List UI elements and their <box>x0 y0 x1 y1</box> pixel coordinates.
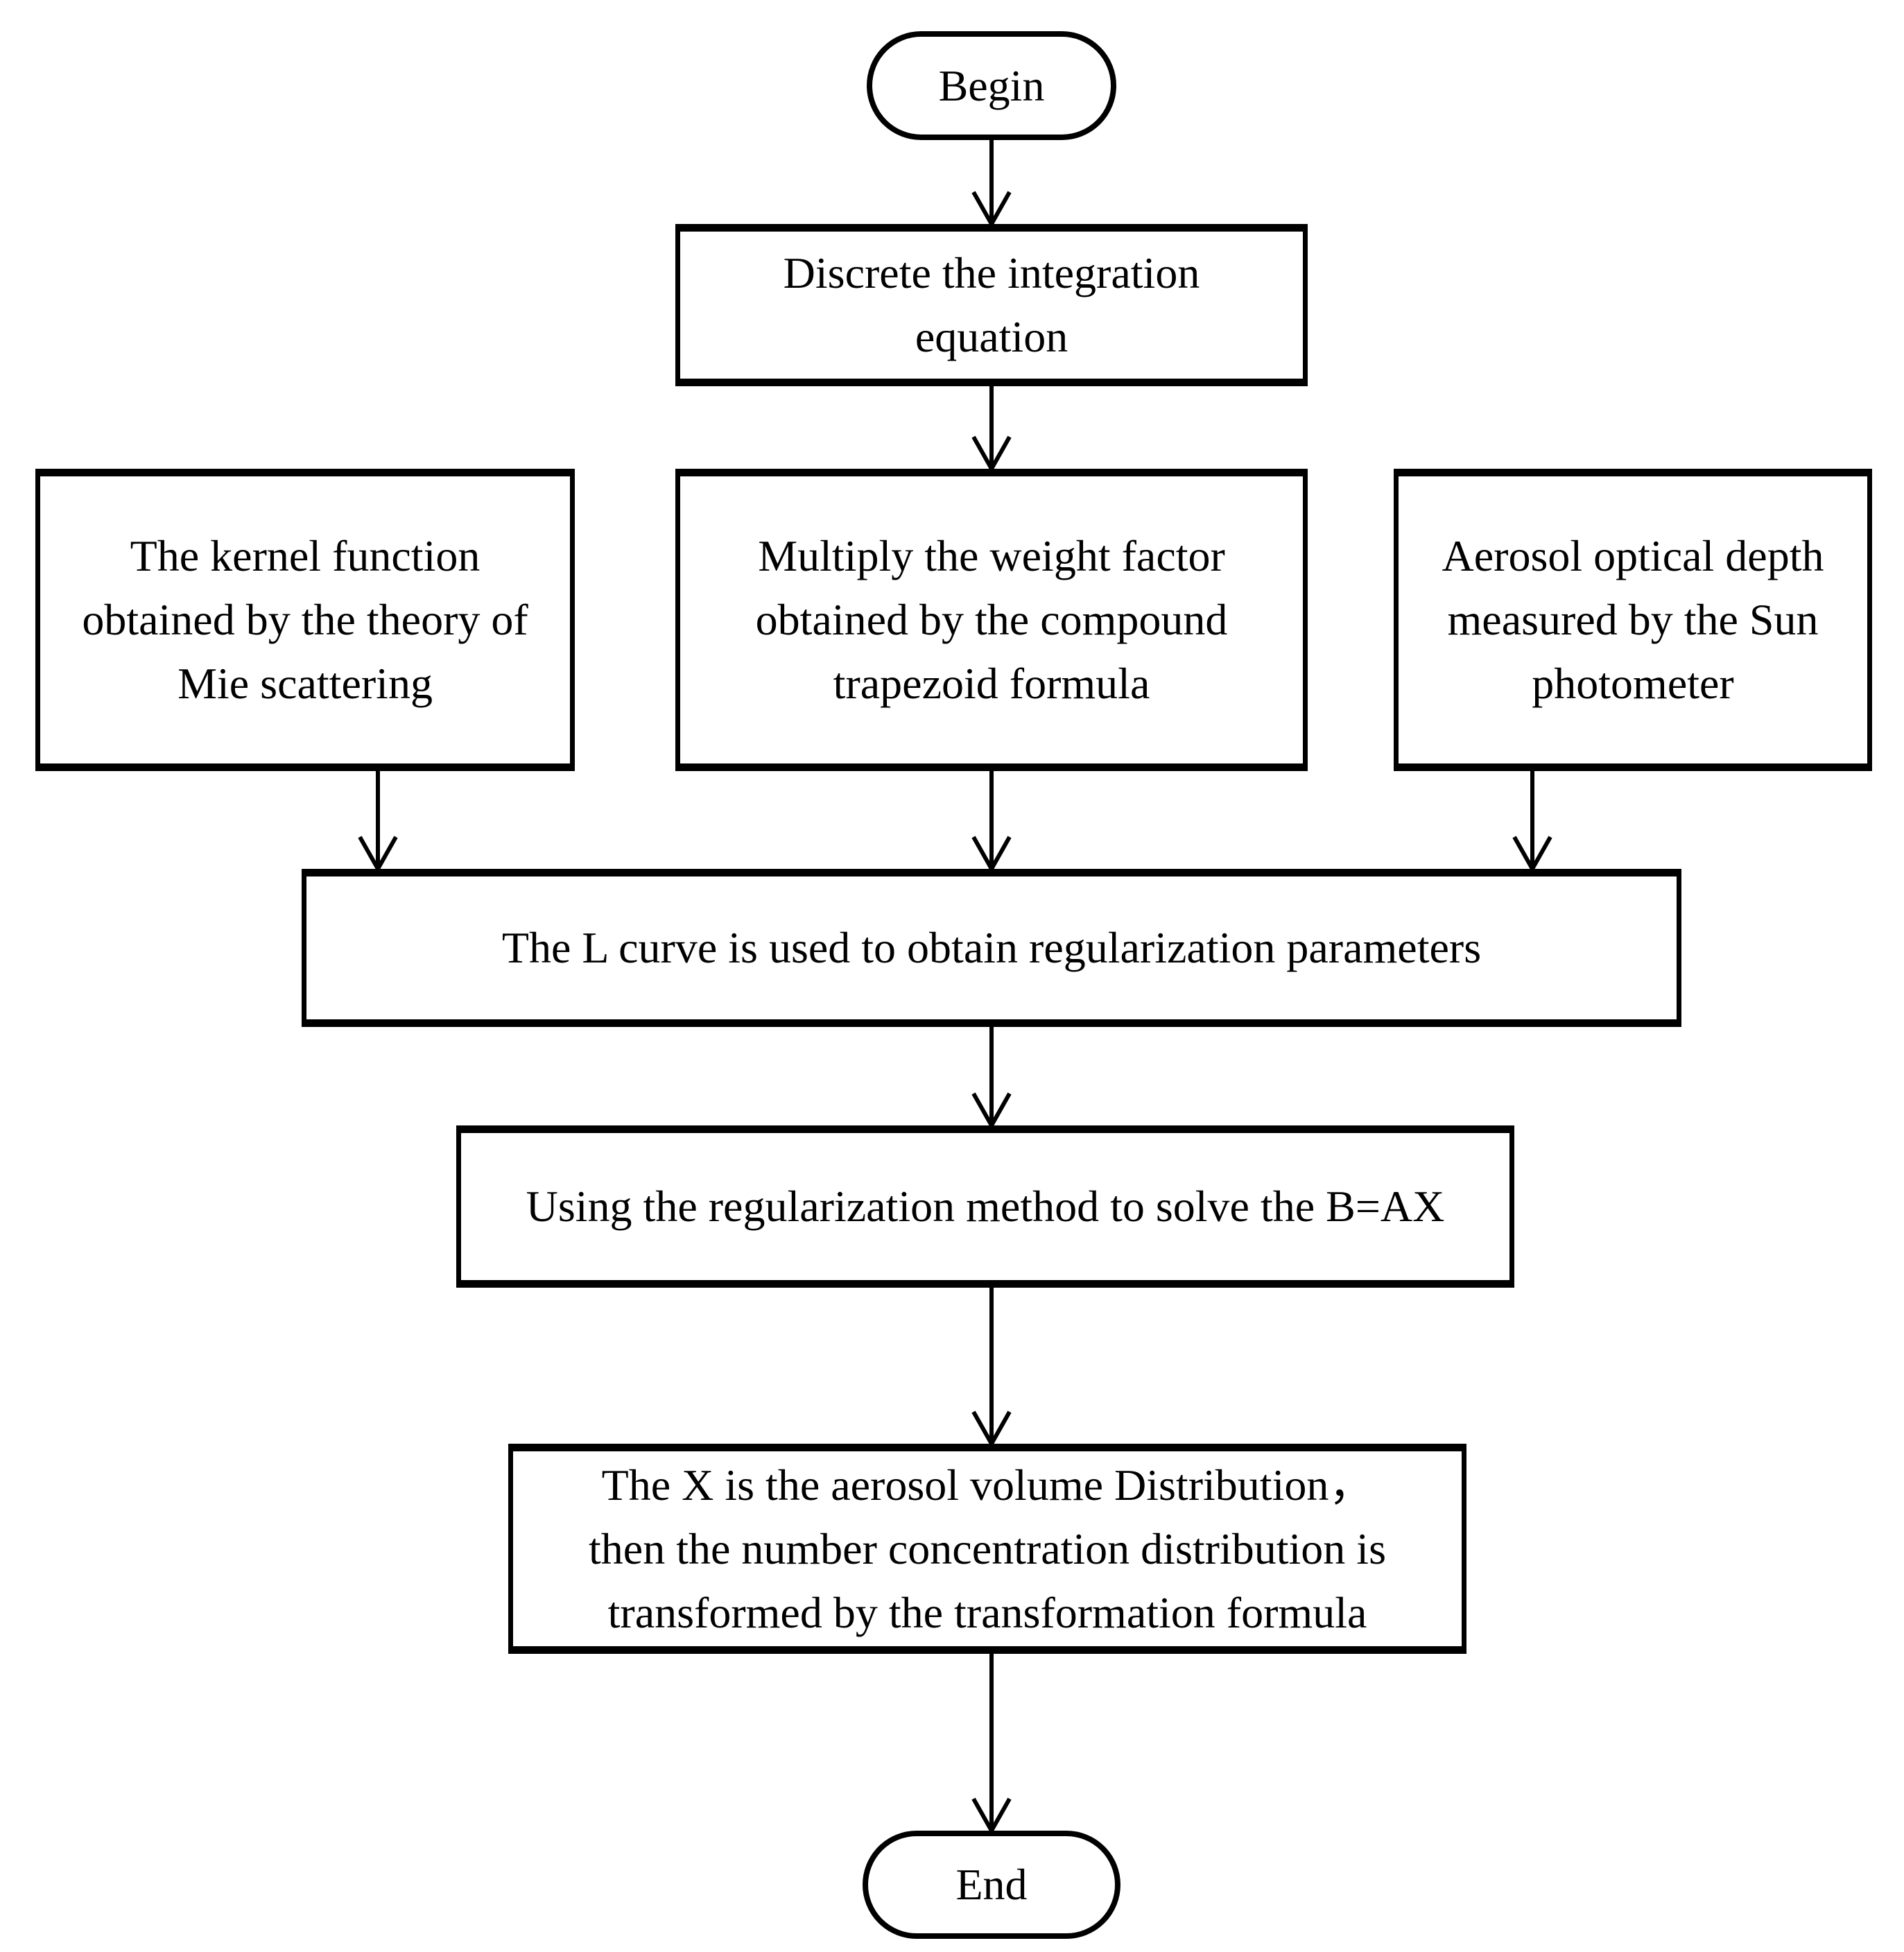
node-discretize-label: Discrete the integration equation <box>783 248 1200 361</box>
node-begin: Begin <box>867 31 1116 140</box>
node-aerosol-optical-depth: Aerosol optical depth measured by the Su… <box>1394 469 1872 771</box>
node-l-curve: The L curve is used to obtain regulariza… <box>302 869 1681 1027</box>
node-discretize: Discrete the integration equation <box>675 224 1308 386</box>
node-kernel-function: The kernel function obtained by the theo… <box>35 469 575 771</box>
edge-result-to-end <box>971 1654 1012 1836</box>
node-weight-factor-label: Multiply the weight factor obtained by t… <box>755 531 1228 708</box>
node-end: End <box>863 1831 1120 1939</box>
node-regularization-solve-label: Using the regularization method to solve… <box>526 1182 1445 1231</box>
edge-solve-to-result <box>971 1288 1012 1449</box>
edge-lcurve-to-solve <box>971 1027 1012 1130</box>
node-l-curve-label: The L curve is used to obtain regulariza… <box>501 923 1482 972</box>
node-regularization-solve: Using the regularization method to solve… <box>456 1125 1514 1288</box>
node-volume-distribution-result-label: The X is the aerosol volume Distribution… <box>589 1460 1386 1637</box>
edge-begin-to-discretize <box>971 140 1012 229</box>
node-aerosol-optical-depth-label: Aerosol optical depth measured by the Su… <box>1442 531 1824 708</box>
node-weight-factor: Multiply the weight factor obtained by t… <box>675 469 1308 771</box>
edge-weight-to-lcurve <box>971 771 1012 874</box>
node-volume-distribution-result: The X is the aerosol volume Distribution… <box>508 1444 1466 1654</box>
edge-kernel-to-lcurve <box>358 771 398 874</box>
node-begin-label: Begin <box>938 60 1045 110</box>
edge-aod-to-lcurve <box>1512 771 1552 874</box>
node-kernel-function-label: The kernel function obtained by the theo… <box>82 531 528 708</box>
edge-discretize-to-weight <box>971 386 1012 474</box>
node-end-label: End <box>955 1860 1028 1909</box>
